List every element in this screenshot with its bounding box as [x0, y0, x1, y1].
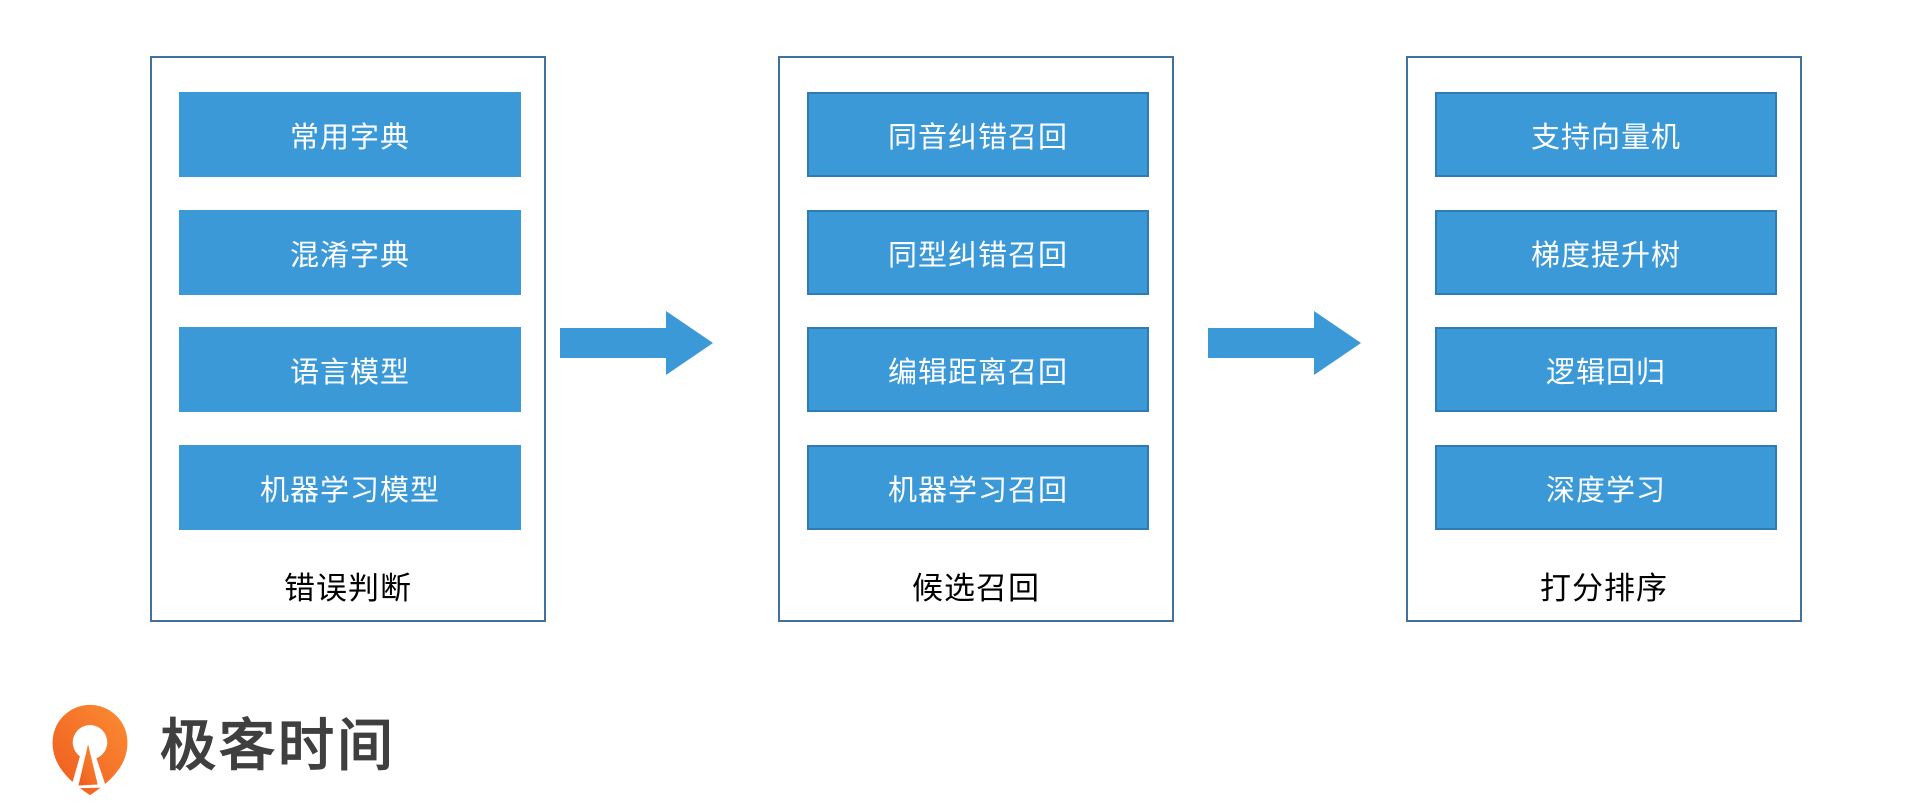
box-edit-distance-recall: 编辑距离召回	[807, 327, 1149, 412]
box-deep-learning: 深度学习	[1435, 445, 1777, 530]
box-machine-learning-recall-label: 机器学习召回	[887, 472, 1068, 507]
label-candidate-recall: 候选召回	[912, 571, 1040, 607]
box-deep-learning-label: 深度学习	[1545, 472, 1666, 507]
box-logistic-regression-label: 逻辑回归	[1545, 354, 1666, 389]
box-common-dictionary: 常用字典	[179, 92, 521, 177]
panel-scoring-ranking: 支持向量机 梯度提升树 逻辑回归 深度学习 打分排序	[1406, 56, 1802, 622]
panel-candidate-recall: 同音纠错召回 同型纠错召回 编辑距离召回 机器学习召回 候选召回	[778, 56, 1174, 622]
box-homophone-correction-recall-label: 同音纠错召回	[887, 119, 1068, 154]
box-language-model: 语言模型	[179, 327, 521, 412]
label-scoring-ranking: 打分排序	[1540, 571, 1668, 607]
geektime-logo-text: 极客时间	[160, 714, 396, 779]
box-machine-learning-model-label: 机器学习模型	[259, 472, 440, 507]
box-confusion-dictionary-label: 混淆字典	[289, 237, 410, 272]
geektime-logo: 极客时间	[42, 700, 396, 800]
box-support-vector-machine-label: 支持向量机	[1530, 119, 1681, 154]
label-error-judgment: 错误判断	[284, 571, 412, 607]
right-arrow-icon-2	[1208, 311, 1361, 375]
right-arrow-icon-1	[560, 311, 713, 375]
panel-error-judgment: 常用字典 混淆字典 语言模型 机器学习模型 错误判断	[150, 56, 546, 622]
box-support-vector-machine: 支持向量机	[1435, 92, 1777, 177]
box-gradient-boosted-tree: 梯度提升树	[1435, 210, 1777, 295]
geektime-logo-icon	[52, 704, 128, 796]
box-common-dictionary-label: 常用字典	[289, 119, 410, 154]
box-homoglyph-correction-recall: 同型纠错召回	[807, 210, 1149, 295]
box-machine-learning-model: 机器学习模型	[179, 445, 521, 530]
box-machine-learning-recall: 机器学习召回	[807, 445, 1149, 530]
box-language-model-label: 语言模型	[289, 354, 410, 389]
box-confusion-dictionary: 混淆字典	[179, 210, 521, 295]
box-homophone-correction-recall: 同音纠错召回	[807, 92, 1149, 177]
box-logistic-regression: 逻辑回归	[1435, 327, 1777, 412]
box-homoglyph-correction-recall-label: 同型纠错召回	[887, 237, 1068, 272]
box-gradient-boosted-tree-label: 梯度提升树	[1530, 237, 1681, 272]
box-edit-distance-recall-label: 编辑距离召回	[887, 354, 1068, 389]
